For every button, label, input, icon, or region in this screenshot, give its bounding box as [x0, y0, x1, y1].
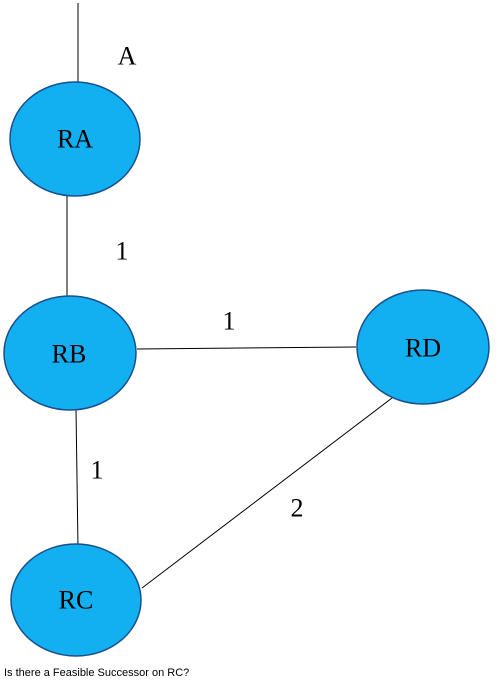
link-rb-rd	[136, 346, 357, 350]
router-rb[interactable]: RB	[3, 295, 137, 411]
cost-rb-rd: 1	[223, 307, 236, 336]
router-rc[interactable]: RC	[10, 543, 142, 657]
router-ra-shape	[9, 81, 141, 197]
router-rb-label: RB	[52, 340, 87, 369]
cost-rc-rd: 2	[291, 494, 304, 523]
router-ra[interactable]: RA	[9, 81, 141, 197]
link-rc-rd	[141, 397, 393, 589]
router-rd-label: RD	[405, 334, 441, 363]
network-a-label: A	[118, 42, 137, 71]
router-rc-shape	[10, 543, 142, 657]
cost-ra-rb: 1	[116, 237, 129, 266]
router-ra-label: RA	[57, 125, 93, 154]
router-rc-label: RC	[59, 586, 94, 615]
router-rd-shape	[356, 289, 490, 405]
link-rb-rc	[75, 408, 79, 549]
router-rb-shape	[3, 295, 137, 411]
cost-rb-rc: 1	[91, 456, 104, 485]
router-rd[interactable]: RD	[356, 289, 490, 405]
question-caption: Is there a Feasible Successor on RC?	[4, 667, 190, 679]
